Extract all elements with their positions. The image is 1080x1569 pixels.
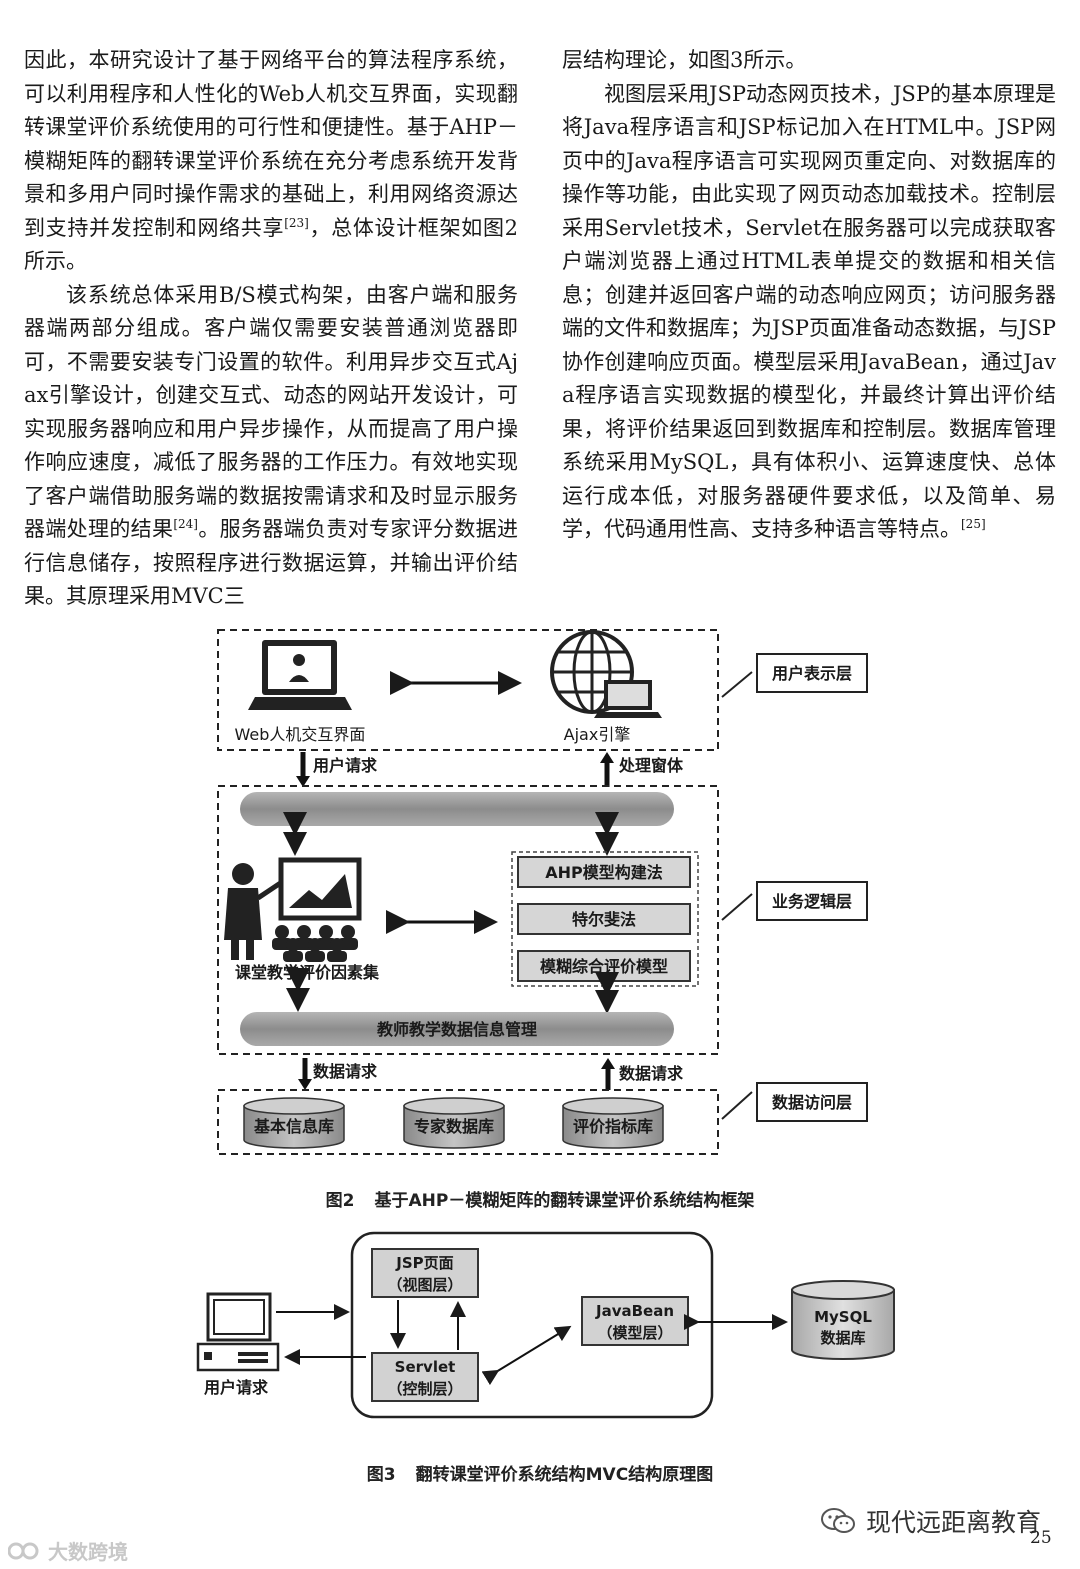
corner-logo: 大数跨境	[8, 1536, 128, 1565]
watermark-text: 现代远距离教育	[866, 1508, 1042, 1537]
database-icon	[403, 1097, 505, 1149]
right-text-column: 层结构理论，如图3所示。 视图层采用JSP动态网页技术，JSP的基本原理是将Ja…	[562, 44, 1056, 547]
data-mgmt-bar	[240, 1012, 674, 1046]
data-request-right-label: 数据请求	[619, 1064, 684, 1083]
ajax-engine-label: Ajax引擎	[564, 725, 631, 744]
layer-tag-presentation: 用户表示层	[772, 664, 852, 683]
paragraph: 该系统总体采用B/S模式构架，由客户端和服务器端两部分组成。客户端仅需要安装普通…	[24, 282, 519, 609]
logic-layer: 课堂教学评价因素集 AHP模型构建法 特尔斐法 模糊综合评价模型 教师教学数据信…	[217, 785, 868, 1055]
computer-icon	[196, 1292, 280, 1372]
citation: [24]	[173, 517, 198, 531]
top-bar	[240, 792, 674, 826]
data-request-arrows: 数据请求 数据请求	[298, 1058, 684, 1090]
logo-text: 大数跨境	[48, 1540, 128, 1564]
data-mgmt-label: 教师教学数据信息管理	[377, 1020, 537, 1039]
db-expert: 专家数据库	[414, 1117, 494, 1136]
factor-set-label: 课堂教学评价因素集	[235, 963, 380, 982]
paragraph: 层结构理论，如图3所示。	[562, 48, 807, 72]
user-request-label: 用户请求	[313, 756, 378, 775]
javabean-model-box	[581, 1296, 689, 1346]
page-number: 25	[1030, 1528, 1052, 1548]
data-request-left-label: 数据请求	[313, 1062, 378, 1081]
db-indicator: 评价指标库	[573, 1117, 653, 1136]
mysql-sublabel: 数据库	[820, 1329, 865, 1347]
paragraph: 视图层采用JSP动态网页技术，JSP的基本原理是将Java程序语言和JSP标记加…	[562, 81, 1056, 542]
servlet-label: Servlet	[395, 1358, 456, 1376]
globe-icon	[550, 630, 662, 718]
jsp-sublabel: （视图层）	[387, 1276, 462, 1294]
servlet-controller-box	[371, 1352, 479, 1402]
layer-tag-data: 数据访问层	[772, 1093, 852, 1112]
javabean-label: JavaBean	[595, 1302, 674, 1320]
logo-icon	[8, 1542, 39, 1559]
javabean-sublabel: （模型层）	[597, 1324, 672, 1342]
method-delphi: 特尔斐法	[572, 910, 636, 929]
laptop-icon	[248, 640, 352, 710]
jsp-view-box	[371, 1248, 479, 1298]
wechat-icon	[821, 1508, 855, 1533]
method-ahp: AHP模型构建法	[545, 863, 663, 882]
db-basic-info: 基本信息库	[253, 1117, 334, 1136]
process-form-label: 处理窗体	[618, 756, 684, 775]
presenter-icon	[224, 857, 362, 962]
watermark: 现代远距离教育	[820, 1503, 1041, 1539]
servlet-sublabel: （控制层）	[387, 1380, 462, 1398]
figure-3: 用户请求 JSP页面 （视图层） Servlet （控制层） JavaBean …	[0, 1225, 1080, 1435]
web-ui-label: Web人机交互界面	[235, 725, 366, 744]
figure-2: Web人机交互界面 Ajax引擎 用户表示层 用户请求 处理窗体	[0, 620, 1080, 1165]
jsp-label: JSP页面	[395, 1254, 453, 1272]
database-icon	[243, 1097, 345, 1149]
user-request-label-fig3: 用户请求	[204, 1378, 269, 1397]
left-text-column: 因此，本研究设计了基于网络平台的算法程序系统，可以利用程序和人性化的Web人机交…	[24, 44, 518, 614]
database-icon	[562, 1097, 664, 1149]
request-response-arrows: 用户请求 处理窗体	[296, 752, 684, 787]
method-fuzzy: 模糊综合评价模型	[540, 957, 668, 976]
mysql-label: MySQL	[814, 1308, 872, 1326]
citation: [23]	[284, 215, 309, 230]
citation: [25]	[961, 517, 986, 531]
database-icon	[791, 1280, 895, 1360]
data-layer: 基本信息库 专家数据库 评价指标库 数据访问层	[217, 1082, 868, 1155]
paragraph: 因此，本研究设计了基于网络平台的算法程序系统，可以利用程序和人性化的Web人机交…	[24, 48, 518, 273]
layer-tag-logic: 业务逻辑层	[772, 892, 852, 911]
presentation-layer: Web人机交互界面 Ajax引擎 用户表示层	[217, 629, 868, 751]
